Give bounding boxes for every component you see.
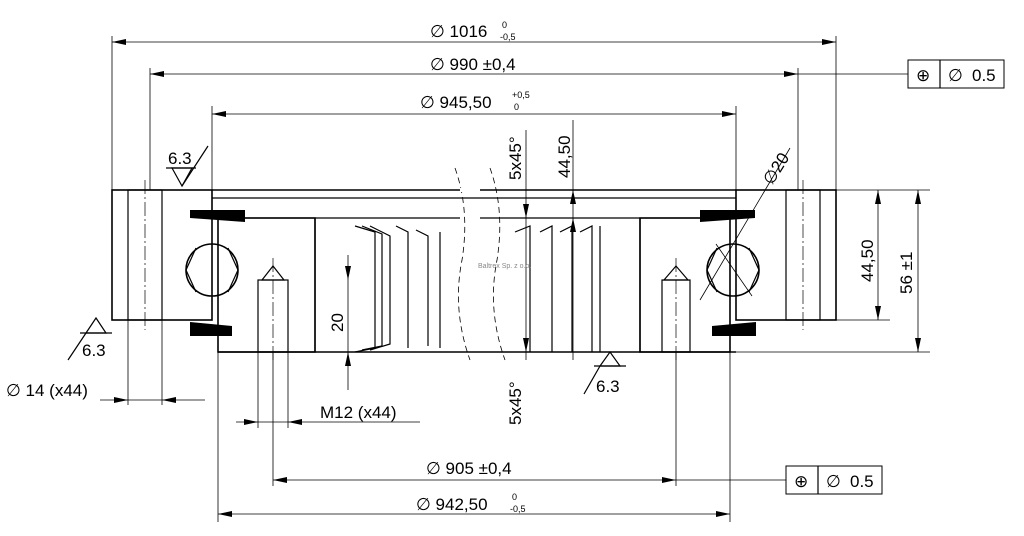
dim-1016-tol-lower: -0,5 — [500, 32, 516, 42]
dim-905-symbol: ∅ — [426, 459, 441, 478]
ball-left — [185, 243, 239, 297]
center-lines — [144, 180, 804, 360]
svg-text:∅ 905 ±0,4: ∅ 905 ±0,4 — [426, 459, 512, 478]
height-56-label: 56 ±1 — [897, 252, 916, 294]
svg-text:∅ 942,50: ∅ 942,50 — [416, 495, 488, 514]
dimension-lines-bottom — [218, 352, 786, 522]
watermark-text: Baltrex Sp. z o.o. — [478, 263, 531, 270]
dim-945-value: 945,50 — [440, 93, 492, 112]
dim-942-tol-lower: -0,5 — [510, 504, 526, 514]
dim-1016-tol-upper: 0 — [502, 20, 507, 30]
roughness-symbol-top-left — [166, 145, 209, 188]
dimension-lines-right — [736, 189, 930, 353]
dim-942-tol-upper: 0 — [512, 492, 517, 502]
dim-942: ∅ 942,50 0 -0,5 — [416, 492, 526, 514]
dim-945-tol-upper: +0,5 — [512, 90, 530, 100]
dim-990-value: 990 ±0,4 — [450, 55, 516, 74]
outer-ring-right — [735, 189, 837, 321]
tolerance-upper-value: 0.5 — [972, 66, 996, 85]
dim-945: ∅ 945,50 +0,5 0 — [420, 90, 530, 112]
tolerance-frame-lower — [785, 465, 883, 495]
dim-990-symbol: ∅ — [430, 55, 445, 74]
roughness-bottom-left-value: 6.3 — [82, 341, 106, 360]
dim-942-symbol: ∅ — [416, 495, 431, 514]
svg-text:∅ 990 ±0,4: ∅ 990 ±0,4 — [430, 55, 516, 74]
tolerance-lower-value: 0.5 — [850, 472, 874, 491]
roughness-top-left-value: 6.3 — [168, 149, 192, 168]
ball-right — [699, 147, 791, 301]
center-body — [314, 167, 641, 361]
height-44-50-center-label: 44,50 — [555, 135, 574, 178]
tolerance-lower-symbol: ∅ — [826, 472, 841, 491]
height-44-50-right-label: 44,50 — [858, 239, 877, 282]
dim-1016-value: 1016 — [450, 22, 488, 41]
roughness-symbol-bottom-middle — [583, 350, 626, 395]
position-icon-upper: ⊕ — [916, 66, 930, 85]
dim-990: ∅ 990 ±0,4 — [430, 55, 516, 74]
svg-text:∅ 945,50: ∅ 945,50 — [420, 93, 492, 112]
dim-945-tol-lower: 0 — [514, 102, 519, 112]
dimension-lines-top — [111, 36, 908, 360]
roughness-bottom-middle-value: 6.3 — [596, 377, 620, 396]
ball-diameter-label: ∅20 — [759, 149, 793, 188]
dim-945-symbol: ∅ — [420, 93, 435, 112]
dim-1016: ∅ 1016 0 -0,5 — [430, 20, 516, 42]
dimension-lines-left — [100, 255, 420, 522]
tolerance-upper-symbol: ∅ — [948, 66, 963, 85]
dim-905-value: 905 ±0,4 — [446, 459, 512, 478]
dim-1016-symbol: ∅ — [430, 22, 445, 41]
roughness-symbol-bottom-left — [67, 316, 112, 361]
hole-14-label: ∅ 14 (x44) — [6, 381, 88, 400]
chamfer-bottom-label: 5x45° — [506, 381, 525, 425]
dim-905: ∅ 905 ±0,4 — [426, 459, 512, 478]
svg-text:∅ 1016: ∅ 1016 — [430, 22, 487, 41]
outer-ring-left — [111, 189, 213, 321]
depth-20-label: 20 — [328, 313, 347, 332]
position-icon-lower: ⊕ — [794, 472, 808, 491]
dim-942-value: 942,50 — [436, 495, 488, 514]
thread-m12-label: M12 (x44) — [320, 403, 397, 422]
chamfer-top-label: 5x45° — [506, 136, 525, 180]
tolerance-frame-upper — [907, 59, 1005, 89]
